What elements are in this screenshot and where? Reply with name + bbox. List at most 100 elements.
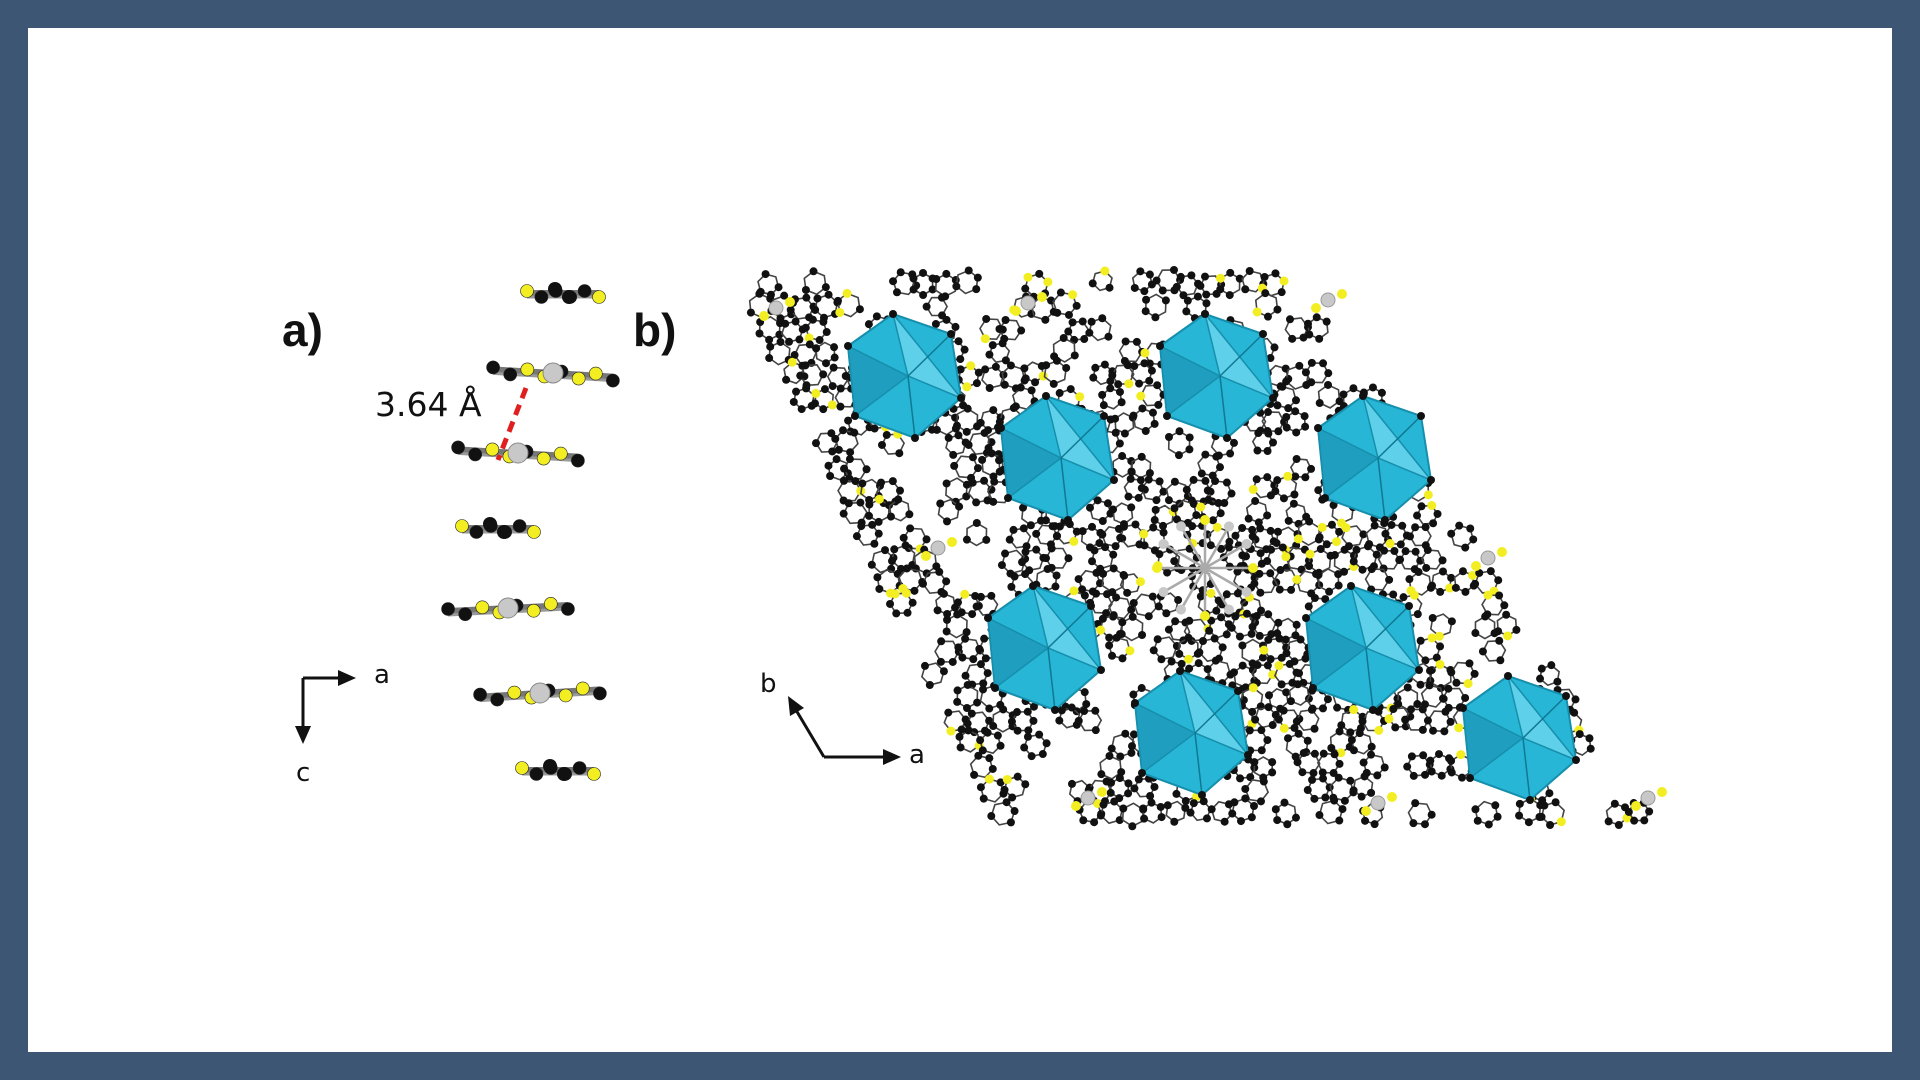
axis-label-a: a	[374, 660, 390, 690]
ligand-ring	[934, 637, 963, 666]
ligand-ring	[755, 315, 785, 344]
ligand-ring	[824, 455, 852, 481]
ligand-ring	[1139, 523, 1169, 555]
central-complex	[1152, 515, 1258, 621]
ligand-ring	[1117, 612, 1147, 642]
ligand-ring	[1052, 288, 1081, 319]
metal-thiolate-unit	[759, 297, 795, 321]
ligand-ring	[1096, 797, 1124, 825]
ligand-ring	[1396, 547, 1425, 574]
metal-thiolate-unit	[1071, 787, 1107, 811]
ligand-ring	[1301, 358, 1333, 387]
ligand-ring	[1478, 636, 1507, 665]
ligand-ring	[831, 426, 859, 457]
ligand-ring	[1074, 568, 1104, 596]
ligand-ring	[1447, 659, 1479, 689]
ligand-ring	[1274, 706, 1304, 733]
ligand-ring	[1195, 634, 1227, 663]
ligand-ring	[1349, 772, 1376, 801]
ligand-ring	[1428, 613, 1456, 641]
ligand-ring	[873, 568, 904, 598]
ligand-ring	[1413, 501, 1442, 528]
metal-polyhedron	[1459, 672, 1580, 804]
ligand-ring	[899, 524, 931, 554]
ligand-ring	[1141, 293, 1170, 322]
ligand-ring	[1248, 610, 1277, 640]
metal-polyhedron	[1314, 392, 1435, 524]
arrow-down-icon	[295, 726, 311, 744]
ligand-ring	[1283, 729, 1312, 761]
ligand-ring	[1251, 429, 1278, 456]
ligand-ring	[1007, 707, 1038, 735]
ligand-ring	[1377, 546, 1404, 573]
ligand-ring	[1347, 729, 1376, 755]
ligand-ring	[1284, 499, 1311, 528]
ligand-ring	[953, 680, 982, 713]
ligand-ring	[1215, 268, 1244, 300]
ligand-ring	[812, 341, 839, 368]
ligand-ring	[1042, 356, 1071, 388]
ligand-ring	[1152, 265, 1185, 295]
ligand-ring	[1451, 567, 1478, 596]
ligand-ring	[1098, 384, 1126, 410]
ligand-ring	[1088, 543, 1118, 573]
ligand-ring	[1106, 774, 1133, 803]
metal-thiolate-unit	[921, 537, 957, 561]
ligand-ring	[1074, 706, 1103, 735]
stacked-molecule	[486, 360, 620, 388]
ligand-ring	[789, 384, 816, 414]
ligand-ring	[962, 518, 991, 547]
ligand-ring	[1244, 497, 1272, 527]
ligand-ring	[1537, 798, 1566, 830]
stacking-distance-line	[495, 387, 529, 461]
axes-indicator-b-a: b a	[760, 669, 925, 770]
ligand-ring	[1315, 380, 1344, 409]
ligand-ring	[1241, 777, 1270, 806]
arrow-right-icon	[338, 670, 356, 686]
arrow-up-left-icon	[788, 696, 804, 716]
ligand-ring	[1170, 499, 1201, 527]
polyhedra-layer	[844, 310, 1580, 804]
ligand-ring	[886, 588, 917, 618]
axis-label-a-b: a	[909, 740, 925, 770]
arrow-right-icon	[883, 749, 901, 765]
ligand-ring	[852, 520, 883, 548]
stacked-molecule	[455, 517, 541, 539]
ligand-ring	[987, 798, 1019, 827]
stacked-molecule	[520, 282, 606, 304]
ligand-ring	[1315, 796, 1347, 825]
ligand-ring	[1055, 703, 1081, 729]
ligand-ring	[1471, 612, 1499, 640]
stacked-molecule	[451, 440, 585, 468]
ligand-ring	[943, 708, 970, 736]
ligand-ring	[811, 429, 839, 456]
ligand-ring	[1139, 798, 1166, 824]
ligand-ring	[952, 266, 982, 295]
crystal-structure-figure: a) 3.64 Å a c b) b a	[282, 265, 1667, 831]
stacked-molecule	[441, 597, 575, 621]
ligand-ring	[1064, 317, 1090, 344]
ligand-ring	[877, 429, 906, 458]
ligand-ring	[746, 289, 776, 319]
panel-a: a) 3.64 Å a c	[282, 282, 620, 788]
ligand-ring	[1197, 450, 1225, 480]
ligand-ring	[1481, 590, 1509, 619]
ligand-ring	[886, 495, 914, 522]
ligand-ring	[1085, 314, 1113, 342]
ligand-ring	[1042, 544, 1073, 572]
metal-thiolate-unit	[1631, 787, 1667, 811]
ligand-ring	[1107, 729, 1136, 761]
ligand-ring	[1239, 592, 1266, 622]
ligand-ring	[1130, 267, 1156, 296]
ligand-ring	[801, 315, 831, 345]
ligand-ring	[1428, 567, 1456, 596]
distance-label: 3.64 Å	[375, 384, 482, 424]
ligand-ring	[1020, 730, 1051, 761]
figure-frame: a) 3.64 Å a c b) b a	[28, 28, 1892, 1052]
ligand-ring	[936, 498, 964, 526]
panel-a-label: a)	[282, 304, 323, 356]
ligand-ring	[1271, 471, 1299, 503]
ligand-ring	[1085, 496, 1115, 526]
ligand-ring	[920, 661, 948, 689]
ligand-ring	[1405, 568, 1435, 596]
